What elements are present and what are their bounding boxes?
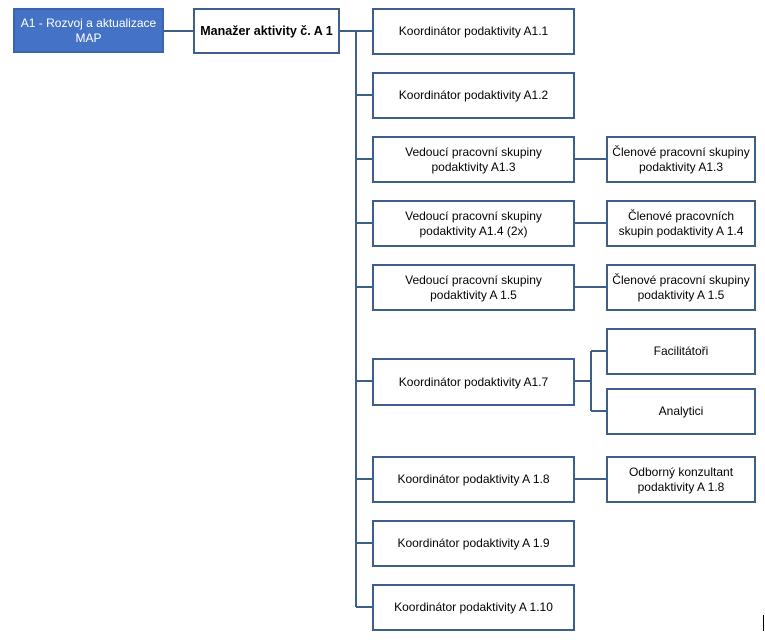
member-label: Členové pracovních skupin podaktivity A … bbox=[618, 208, 744, 238]
node-label: Koordinátor podaktivity A 1.10 bbox=[394, 600, 553, 614]
manager-box: Manažer aktivity č. A 1 bbox=[193, 8, 340, 54]
node-label: Koordinátor podaktivity A 1.9 bbox=[397, 536, 550, 550]
member-a1-8: Odborný konzultant podaktivity A 1.8 bbox=[606, 456, 756, 503]
member-analytici: Analytici bbox=[606, 388, 756, 435]
member-label: Facilitátoři bbox=[653, 344, 709, 358]
member-label: Členové pracovní skupiny podaktivity A1.… bbox=[612, 144, 750, 174]
node-a1-5: Vedoucí pracovní skupiny podaktivity A 1… bbox=[372, 264, 575, 311]
member-facilitatori: Facilitátoři bbox=[606, 328, 756, 375]
root-box: A1 - Rozvoj a aktualizace MAP bbox=[13, 8, 164, 53]
node-a1-8: Koordinátor podaktivity A 1.8 bbox=[372, 456, 575, 503]
root-label: A1 - Rozvoj a aktualizace MAP bbox=[20, 15, 157, 45]
node-a1-10: Koordinátor podaktivity A 1.10 bbox=[372, 584, 575, 631]
member-label: Analytici bbox=[658, 404, 704, 418]
node-label: Vedoucí pracovní skupiny podaktivity A1.… bbox=[405, 208, 542, 238]
member-label: Členové pracovní skupiny podaktivity A 1… bbox=[612, 272, 750, 302]
text-cursor bbox=[763, 615, 764, 631]
node-a1-2: Koordinátor podaktivity A1.2 bbox=[372, 72, 575, 119]
node-a1-7: Koordinátor podaktivity A1.7 bbox=[372, 358, 575, 406]
node-label: Vedoucí pracovní skupiny podaktivity A1.… bbox=[405, 144, 542, 174]
node-a1-1: Koordinátor podaktivity A1.1 bbox=[372, 8, 575, 55]
node-label: Vedoucí pracovní skupiny podaktivity A 1… bbox=[405, 272, 542, 302]
member-label: Odborný konzultant podaktivity A 1.8 bbox=[628, 464, 734, 494]
node-label: Koordinátor podaktivity A 1.8 bbox=[397, 472, 550, 486]
node-label: Koordinátor podaktivity A1.1 bbox=[398, 24, 549, 38]
node-label: Koordinátor podaktivity A1.2 bbox=[398, 88, 549, 102]
member-a1-3: Členové pracovní skupiny podaktivity A1.… bbox=[606, 136, 756, 183]
manager-label: Manažer aktivity č. A 1 bbox=[200, 23, 333, 38]
node-a1-9: Koordinátor podaktivity A 1.9 bbox=[372, 520, 575, 567]
member-a1-5: Členové pracovní skupiny podaktivity A 1… bbox=[606, 264, 756, 311]
node-a1-4: Vedoucí pracovní skupiny podaktivity A1.… bbox=[372, 200, 575, 247]
node-label: Koordinátor podaktivity A1.7 bbox=[398, 374, 549, 389]
member-a1-4: Členové pracovních skupin podaktivity A … bbox=[606, 200, 756, 247]
node-a1-3: Vedoucí pracovní skupiny podaktivity A1.… bbox=[372, 136, 575, 183]
